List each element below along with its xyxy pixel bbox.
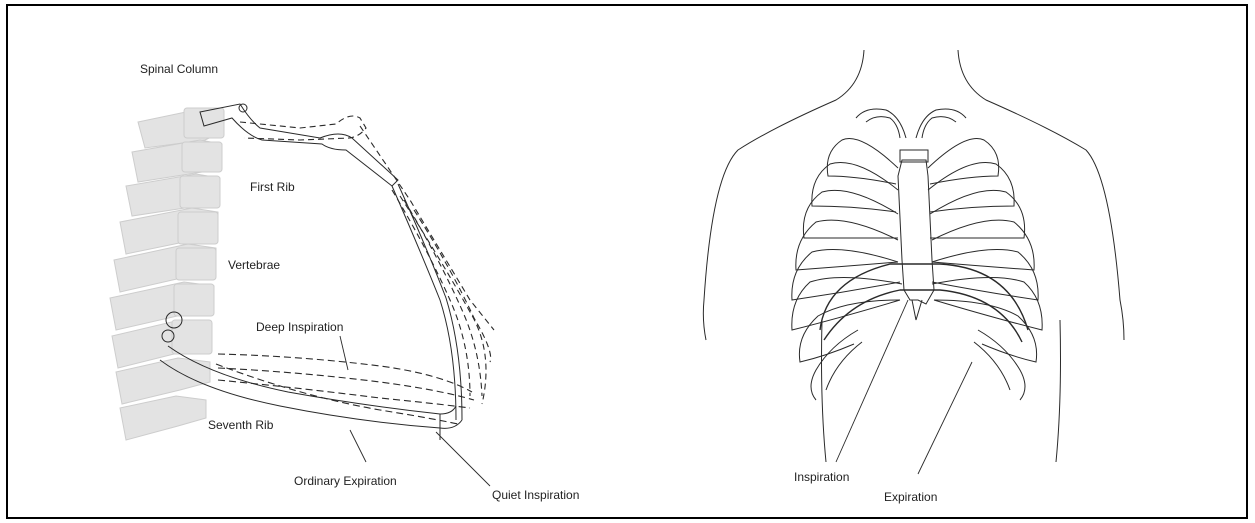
label-inspiration: Inspiration <box>794 470 849 484</box>
leader-quiet-inspiration <box>436 432 490 486</box>
ribs-right-side <box>928 139 1042 400</box>
leader-deep-inspiration <box>340 336 348 370</box>
leader-expiration <box>918 362 972 474</box>
vertebra-9 <box>120 396 206 440</box>
body-outline <box>703 50 1124 462</box>
vertebral-body-5 <box>176 248 216 280</box>
rib-cartilage-dashed <box>392 190 491 404</box>
leader-ordinary-expiration <box>350 430 366 462</box>
ribs-left-side <box>792 139 902 400</box>
first-rib-outline <box>200 104 398 186</box>
diaphragm-expiration <box>824 290 1022 342</box>
label-expiration: Expiration <box>884 490 937 504</box>
vertebral-body-6 <box>174 284 214 316</box>
label-seventh-rib: Seventh Rib <box>208 418 273 432</box>
rib-anterior-solid <box>392 184 462 420</box>
left-ribcage-figure <box>110 104 494 486</box>
label-first-rib: First Rib <box>250 180 295 194</box>
vertebral-body-2 <box>182 142 222 172</box>
label-ordinary-expiration: Ordinary Expiration <box>294 474 397 488</box>
clavicles <box>856 109 966 138</box>
vertebral-body-4 <box>178 212 218 244</box>
vertebral-body-7 <box>172 320 212 354</box>
sternum <box>898 160 934 304</box>
label-vertebrae: Vertebrae <box>228 258 280 272</box>
first-rib-dashed <box>240 116 494 330</box>
label-quiet-inspiration: Quiet Inspiration <box>492 488 579 502</box>
leader-inspiration <box>836 300 908 462</box>
diaphragm-inspiration <box>820 264 1028 330</box>
right-thorax-figure <box>703 50 1124 474</box>
label-spinal-column: Spinal Column <box>140 62 218 76</box>
vertebral-body-1 <box>184 108 224 138</box>
leader-lines-right <box>836 300 972 474</box>
vertebral-body-3 <box>180 176 220 208</box>
spinal-column <box>110 108 224 440</box>
label-deep-inspiration: Deep Inspiration <box>256 320 343 334</box>
xiphoid <box>912 300 922 320</box>
